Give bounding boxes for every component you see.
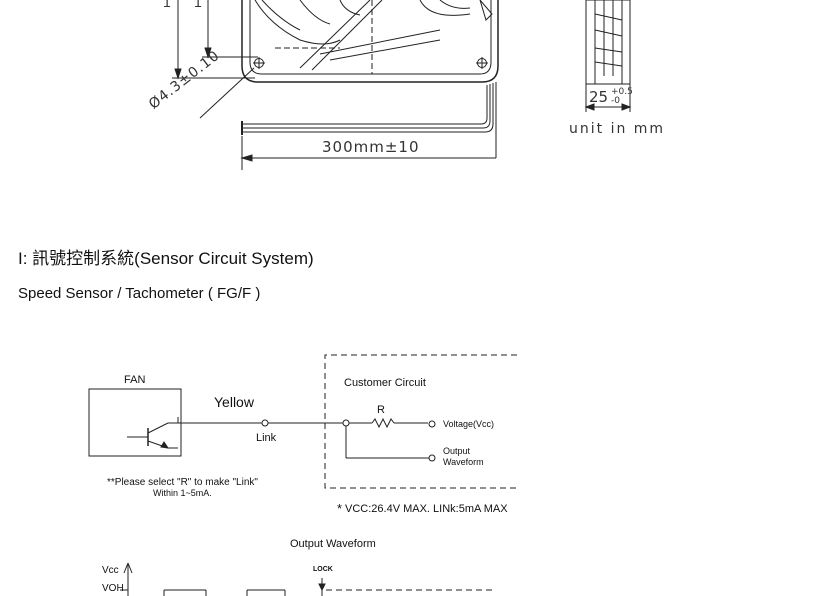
lock-label: LOCK (313, 566, 333, 573)
cable (241, 82, 497, 158)
vcc-axis-label: Vcc (102, 565, 119, 576)
fan-frame-front-view (241, 0, 499, 83)
section-heading: I: 訊號控制系統(Sensor Circuit System) (18, 249, 314, 268)
customer-circuit-label: Customer Circuit (344, 377, 426, 389)
height-dimension (172, 0, 258, 80)
spec-note: VCC:26.4V MAX. LINk:5mA MAX (345, 503, 508, 515)
fan-side-view (584, 0, 632, 112)
link-note-line2: Within 1~5mA. (153, 488, 212, 498)
hole-leader-line (199, 67, 255, 119)
voh-axis-label: VOH (102, 583, 124, 594)
height-dim-digit-a: 1 (163, 0, 171, 10)
waveform-title: Output Waveform (290, 538, 376, 550)
cable-length-dimension (240, 136, 496, 170)
output-label-line2: Waveform (443, 457, 484, 467)
cable-length-label: 300mm±10 (322, 138, 420, 156)
sensor-circuit-diagram (88, 354, 517, 489)
spec-note-star: * (337, 501, 343, 516)
side-depth-tol-upper: +0.5 (611, 87, 633, 97)
output-label-line1: Output (443, 446, 471, 456)
voltage-label: Voltage(Vcc) (443, 419, 495, 429)
wire-color-label: Yellow (214, 394, 254, 410)
side-depth-tol-lower: -0 (611, 96, 620, 106)
link-label: Link (256, 432, 277, 444)
unit-note: unit in mm (569, 121, 666, 137)
output-waveform-diagram (120, 562, 492, 596)
resistor-label: R (377, 404, 385, 416)
fan-label: FAN (124, 374, 146, 386)
height-dim-digit-b: 1 (194, 0, 202, 10)
side-depth-value: 25 (589, 88, 609, 106)
section-subheading: Speed Sensor / Tachometer ( FG/F ) (18, 285, 261, 302)
link-note-line1: **Please select "R" to make "Link" (107, 477, 258, 488)
